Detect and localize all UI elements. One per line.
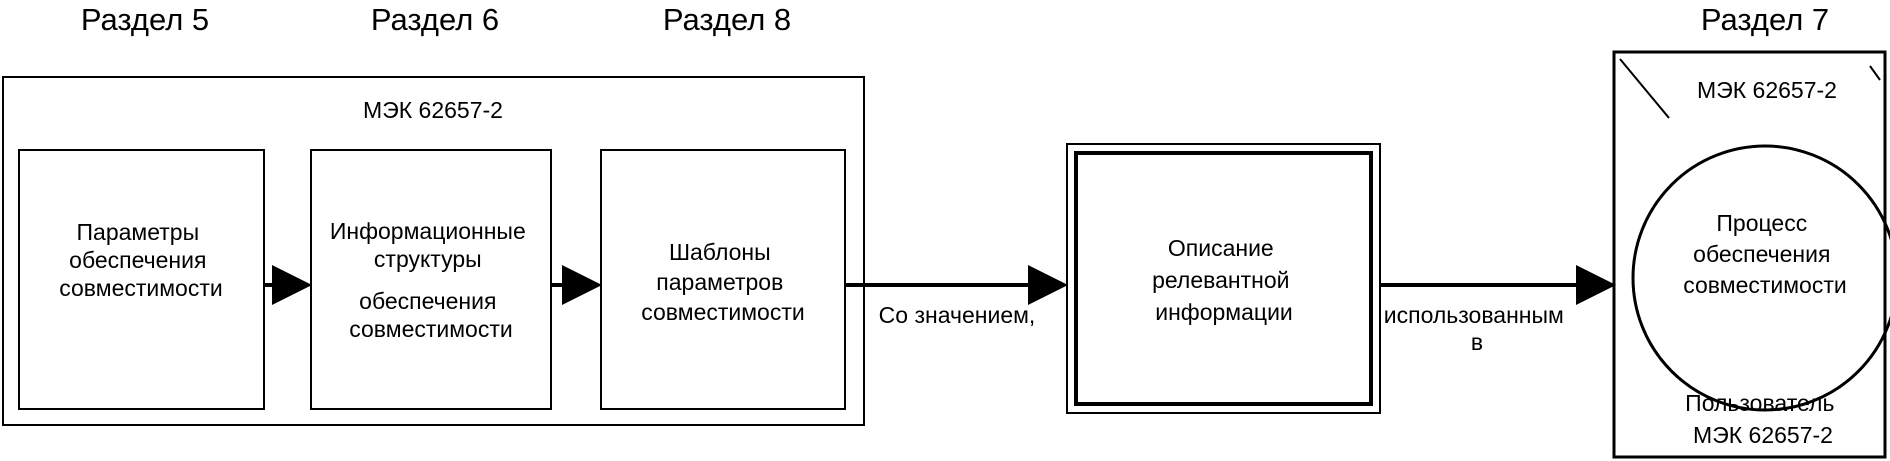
section-5-label: Раздел 5 xyxy=(81,2,209,37)
edge-label-with-value: Со значением, xyxy=(879,302,1036,328)
box-1-text: Параметры обеспечения совместимости xyxy=(59,219,222,301)
standard-container-frame xyxy=(2,76,865,426)
box-relevant-info-inner xyxy=(1074,151,1373,406)
box-4-text: Описание релевантной информации xyxy=(1152,235,1296,325)
box-2-text: Информационные структуры обеспечения сов… xyxy=(330,218,532,342)
panel-top-label: МЭК 62657-2 xyxy=(1697,77,1837,103)
section-6-label: Раздел 6 xyxy=(371,2,499,37)
box-interoperability-parameters xyxy=(18,149,265,410)
container-title: МЭК 62657-2 xyxy=(363,97,503,123)
panel-corner-slash-top-left xyxy=(1619,58,1670,119)
process-circle-text: Процесс обеспечения совместимости xyxy=(1683,210,1846,298)
right-panel-frame xyxy=(1612,50,1887,459)
section-7-label: Раздел 7 xyxy=(1701,2,1829,37)
process-circle xyxy=(1631,144,1890,412)
edge-label-used-in: использованным в xyxy=(1384,302,1570,355)
panel-corner-slash-top-right xyxy=(1869,65,1881,81)
panel-bottom-label: Пользователь МЭК 62657-2 xyxy=(1685,390,1841,448)
box-3-text: Шаблоны параметров совместимости xyxy=(641,239,804,325)
section-8-label: Раздел 8 xyxy=(663,2,791,37)
box-information-structures xyxy=(310,149,552,410)
